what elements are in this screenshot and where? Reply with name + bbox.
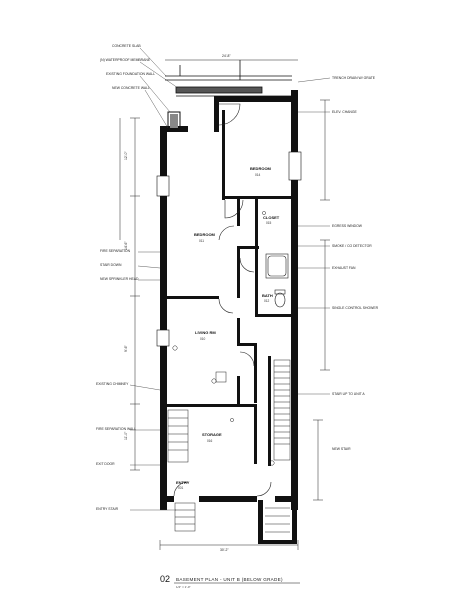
- left-notes: CONCRETE SLAB (N) WATERPROOF MEMBRANE EX…: [96, 44, 155, 511]
- note-left-10: EXIT DOOR: [96, 462, 115, 466]
- dim-label-5: 30'-2": [220, 548, 229, 552]
- front-canopy: [165, 60, 292, 97]
- note-left-9: FIRE SEPARATION WALL: [96, 427, 136, 431]
- dim-label-4: 11'-0": [124, 431, 128, 440]
- room-bath-name: BATH: [262, 293, 273, 298]
- room-bedroom-main-number: 011: [199, 239, 204, 243]
- note-left-1: CONCRETE SLAB: [112, 44, 141, 48]
- note-right-6: SINGLE CONTROL SHOWER: [332, 306, 379, 310]
- dim-label-1: 12'-0": [124, 151, 128, 160]
- room-storage-name: STORAGE: [202, 432, 222, 437]
- note-right-2: ELEV. CHANGE: [332, 110, 357, 114]
- room-bedroom-main-name: BEDROOM: [194, 232, 216, 237]
- markers: [172, 211, 275, 466]
- note-left-8: EXISTING CHIMNEY: [96, 382, 129, 386]
- interior-walls: [167, 110, 292, 466]
- note-left-3: EXISTING FOUNDATION WALL: [106, 72, 155, 76]
- drawing-title-block: 02 BASEMENT PLAN - UNIT B (BELOW GRADE) …: [160, 574, 300, 589]
- dim-label-6: 24'-8": [222, 54, 231, 58]
- note-right-7: STAIR UP TO UNIT A: [332, 392, 365, 396]
- right-notes: TRENCH DRAIN W/ GRATE ELEV. CHANGE EGRES…: [332, 76, 379, 451]
- room-bedroom-front-name: BEDROOM: [250, 166, 272, 171]
- drawing-title: BASEMENT PLAN - UNIT B (BELOW GRADE): [176, 577, 283, 582]
- leader-lines: [129, 47, 331, 511]
- drawing-number: 02: [160, 574, 170, 584]
- note-right-1: TRENCH DRAIN W/ GRATE: [332, 76, 376, 80]
- note-left-7: NEW SPRINKLER HEAD: [100, 277, 139, 281]
- front-entry-block: [167, 111, 181, 131]
- note-right-8: NEW STAIR: [332, 447, 351, 451]
- note-left-6: STAIR DOWN: [100, 263, 122, 267]
- dimension-labels: 12'-0" 14'-6" 9'-6" 11'-0" 30'-2" 24'-8": [124, 54, 231, 552]
- bath-fixtures: [265, 253, 289, 308]
- dim-label-3: 9'-6": [124, 344, 128, 352]
- drawing-scale: 1/4" = 1'-0": [176, 585, 191, 589]
- room-entry-name: ENTRY: [176, 480, 190, 485]
- room-bedroom-front-number: 014: [255, 173, 261, 177]
- note-right-3: EGRESS WINDOW: [332, 224, 363, 228]
- room-entry-number: 001: [178, 486, 184, 490]
- room-living-name: LIVING RM: [195, 330, 216, 335]
- exterior-walls: [160, 90, 298, 544]
- stairs: [167, 359, 291, 533]
- room-storage-number: 016: [207, 439, 213, 443]
- dimension-lines: [119, 59, 330, 550]
- note-left-4: NEW CONCRETE WALL: [112, 86, 150, 90]
- note-right-4: SMOKE / CO DETECTOR: [332, 244, 372, 248]
- room-closet-number: 015: [266, 221, 272, 225]
- room-living-number: 010: [200, 337, 206, 341]
- room-closet-name: CLOSET: [263, 215, 280, 220]
- dim-label-2: 14'-6": [124, 241, 128, 250]
- windows: [156, 151, 302, 347]
- note-right-5: EXHAUST FAN: [332, 266, 356, 270]
- room-labels: BEDROOM 014 BEDROOM 011 CLOSET 015 BATH …: [176, 166, 280, 490]
- note-left-2: (N) WATERPROOF MEMBRANE: [100, 58, 151, 62]
- doors: [173, 103, 272, 497]
- note-left-11: ENTRY STAIR: [96, 507, 119, 511]
- room-bath-number: 012: [264, 299, 270, 303]
- note-left-5: FIRE SEPARATION: [100, 249, 131, 253]
